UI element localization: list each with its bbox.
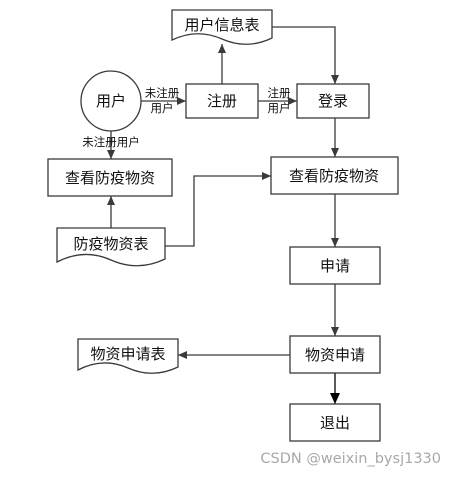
node-supplies-apply: 物资申请 bbox=[289, 335, 381, 374]
document-user-info-table: 用户信息表 bbox=[171, 9, 273, 45]
view-supplies-left-label: 查看防疫物资 bbox=[65, 169, 155, 187]
connectors bbox=[107, 26, 340, 404]
edge-label-unregistered-user: 未注册用户 bbox=[82, 135, 140, 149]
supplies-apply-table-label: 物资申请表 bbox=[90, 345, 165, 363]
edge-label-unregistered-line1: 未注册 bbox=[145, 86, 180, 100]
edge-label-registered-line1: 注册 bbox=[268, 86, 291, 100]
view-supplies-main-label: 查看防疫物资 bbox=[289, 167, 379, 185]
edge-label-unregistered-line2: 用户 bbox=[151, 101, 174, 115]
document-supplies-table: 防疫物资表 bbox=[56, 227, 166, 267]
supplies-apply-label: 物资申请 bbox=[305, 346, 365, 364]
register-label: 注册 bbox=[207, 92, 237, 110]
login-label: 登录 bbox=[318, 92, 348, 110]
node-view-supplies-left: 查看防疫物资 bbox=[47, 158, 173, 197]
node-logout: 退出 bbox=[289, 403, 381, 442]
watermark-text: CSDN @weixin_bysj1330 bbox=[260, 451, 441, 467]
user-info-table-label: 用户信息表 bbox=[184, 16, 259, 34]
document-supplies-apply-table: 物资申请表 bbox=[77, 338, 179, 374]
node-view-supplies-main: 查看防疫物资 bbox=[270, 156, 399, 195]
edge-user-info-table-to-login bbox=[272, 26, 339, 84]
edge-label-registered-line2: 用户 bbox=[268, 101, 291, 115]
node-register: 注册 bbox=[185, 83, 259, 119]
node-login: 登录 bbox=[296, 83, 370, 119]
node-apply: 申请 bbox=[289, 246, 381, 285]
supplies-table-label: 防疫物资表 bbox=[73, 235, 148, 253]
node-user: 用户 bbox=[80, 70, 142, 132]
logout-label: 退出 bbox=[320, 414, 350, 432]
apply-label: 申请 bbox=[320, 257, 350, 275]
edge-supplies-table-to-view-supplies-main bbox=[165, 172, 271, 247]
user-label: 用户 bbox=[96, 92, 126, 110]
